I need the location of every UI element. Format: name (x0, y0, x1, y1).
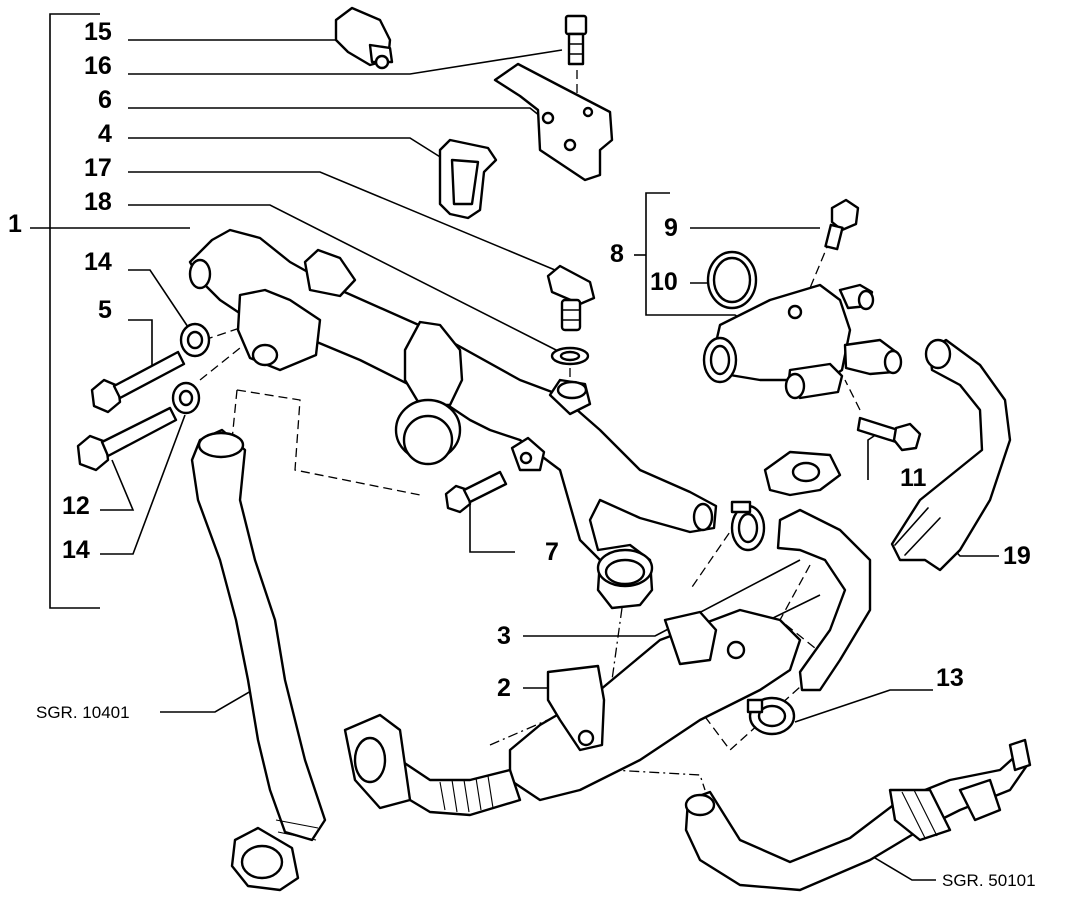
part-16-bolt (564, 14, 588, 66)
part-4-gasket (438, 138, 498, 220)
callout-12: 12 (62, 492, 90, 520)
callout-14-upper: 14 (84, 248, 112, 276)
callout-16: 16 (84, 52, 112, 80)
hose-sgr-50101 (684, 738, 1032, 892)
part-14-washer-lower (171, 381, 201, 415)
part-5-bolt (90, 350, 186, 414)
callout-4: 4 (98, 120, 112, 148)
hose-sgr-10401 (190, 428, 327, 892)
part-12-bolt (76, 406, 178, 472)
callout-5: 5 (98, 296, 112, 324)
callout-17: 17 (84, 154, 112, 182)
callout-11: 11 (900, 464, 927, 492)
part-2-egr-cooler (343, 450, 872, 817)
callout-18: 18 (84, 188, 112, 216)
part-7-bolt (444, 470, 508, 514)
reference-label-right: SGR. 50101 (942, 871, 1036, 890)
part-19-hose (890, 338, 1012, 572)
part-13-clamp (746, 696, 796, 736)
callout-1: 1 (8, 210, 22, 238)
reference-label-left: SGR. 10401 (36, 703, 130, 722)
part-1-coolant-pipe (188, 228, 718, 610)
callout-3: 3 (497, 622, 511, 650)
callout-14-lower: 14 (62, 536, 90, 564)
callout-9: 9 (664, 214, 678, 242)
part-18-seal (550, 346, 590, 366)
part-14-washer-upper (179, 322, 211, 358)
group-bracket-1 (30, 13, 190, 609)
part-9-bolt (824, 198, 860, 251)
part-11-bolt (856, 416, 922, 452)
part-6-bracket (493, 62, 614, 182)
part-17-bleed-screw (546, 264, 596, 332)
callout-8: 8 (610, 240, 624, 268)
callout-19: 19 (1003, 542, 1031, 570)
callout-15: 15 (84, 18, 112, 46)
callout-10: 10 (650, 268, 678, 296)
part-15-connector (334, 6, 394, 70)
callout-2: 2 (497, 674, 511, 702)
part-8-thermostat-housing (702, 283, 903, 400)
callout-7: 7 (545, 538, 559, 566)
callout-6: 6 (98, 86, 112, 114)
callout-13: 13 (936, 664, 964, 692)
part-3-hose-clamp (730, 500, 766, 552)
part-10-o-ring (706, 250, 758, 310)
